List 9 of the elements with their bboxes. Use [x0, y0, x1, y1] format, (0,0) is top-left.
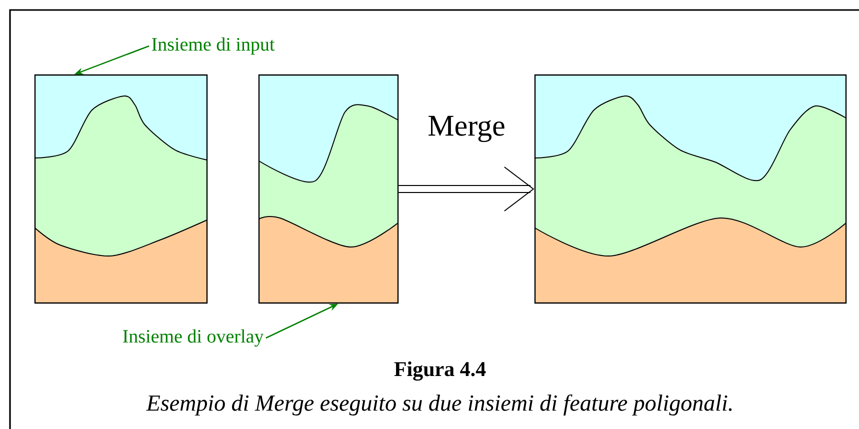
- caption: Esempio di Merge eseguito su due insiemi di feature poligonali.: [146, 394, 732, 416]
- implies-arrow: [398, 166, 534, 212]
- edge-label: Merge: [428, 116, 504, 142]
- callout-text: Insieme di input: [152, 37, 275, 55]
- figure-title: Figura 4.4: [394, 361, 486, 381]
- map-drawing: [534, 74, 847, 304]
- callout-text: Insieme di overlay: [123, 329, 264, 347]
- map-drawing: [258, 74, 399, 304]
- map-drawing: [34, 74, 208, 304]
